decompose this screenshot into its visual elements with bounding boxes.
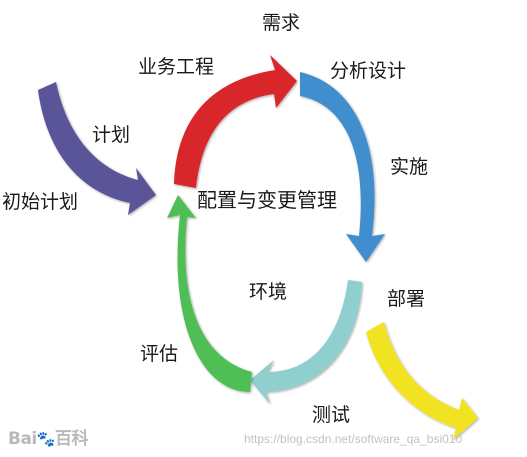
deployment-label: 部署 [387, 288, 426, 310]
initial-plan-label: 初始计划 [2, 191, 79, 213]
paw-icon: 🐾 [36, 430, 56, 448]
test-arc [250, 280, 362, 404]
requirements-label: 需求 [262, 12, 301, 34]
plan-label: 计划 [92, 124, 131, 146]
analysis-design-label: 分析设计 [330, 60, 407, 82]
deployment-arrow [366, 322, 478, 440]
config-change-management-label: 配置与变更管理 [197, 188, 337, 212]
watermark-url: https://blog.csdn.net/software_qa_bsi010 [244, 432, 463, 446]
implementation-label: 实施 [390, 156, 429, 178]
business-engineering-label: 业务工程 [138, 56, 215, 78]
business-engineering-arc [174, 55, 297, 188]
analysis-design-arc [300, 72, 385, 262]
assessment-label: 评估 [140, 343, 179, 365]
environment-label: 环境 [249, 281, 288, 303]
initial-plan-arrow [38, 82, 156, 215]
assessment-arc [167, 195, 252, 392]
watermark-logo-text: Bai [8, 429, 37, 449]
test-label: 测试 [312, 404, 351, 426]
baike-watermark-logo: Bai🐾百科 [8, 424, 88, 449]
watermark-logo-cn: 百科 [54, 429, 89, 449]
